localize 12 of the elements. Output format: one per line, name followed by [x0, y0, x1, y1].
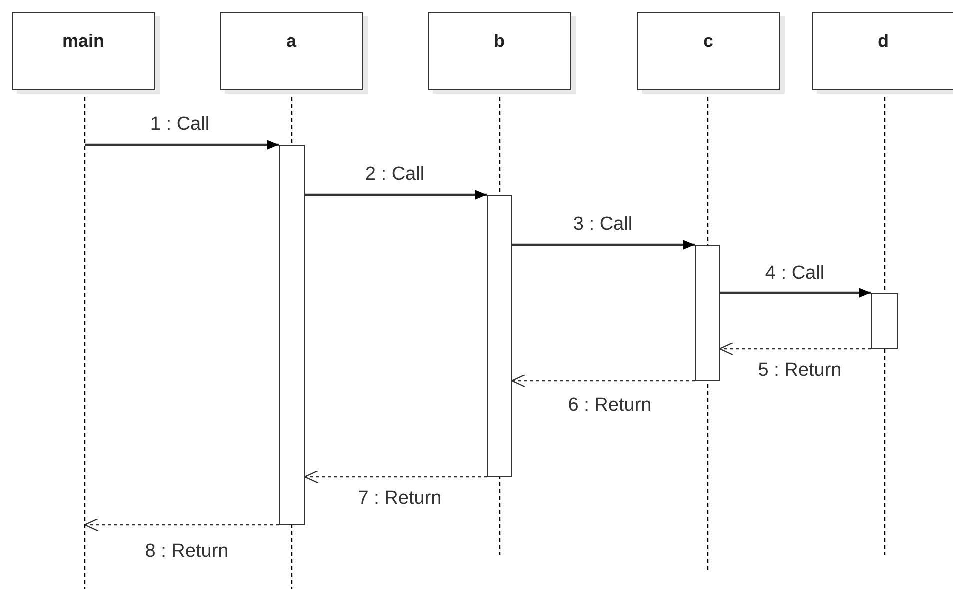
- return-arrow: [84, 518, 279, 532]
- return-arrow: [511, 374, 695, 388]
- activation-bar: [487, 195, 512, 477]
- message-arrow: [305, 190, 487, 200]
- message-arrow: [85, 140, 279, 150]
- return-arrow: [719, 342, 871, 356]
- message-arrow: [512, 240, 695, 250]
- message-arrow: [720, 288, 871, 298]
- activation-bar: [871, 293, 898, 349]
- activation-bar: [279, 145, 305, 525]
- return-arrow: [304, 470, 487, 484]
- activation-bar: [695, 245, 720, 381]
